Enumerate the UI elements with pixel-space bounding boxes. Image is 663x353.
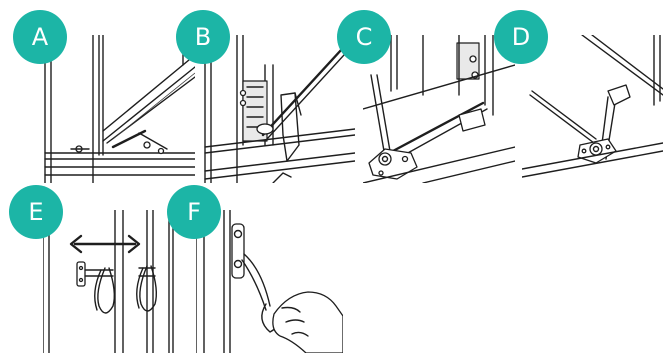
step-a-label: A — [32, 23, 48, 51]
step-b-badge: B — [176, 10, 230, 64]
step-a-illustration — [43, 35, 195, 183]
step-c-badge: C — [337, 10, 391, 64]
window-frame-stay-drawing — [43, 35, 195, 183]
loop-latch-drawing — [43, 210, 195, 353]
step-a-badge: A — [13, 10, 67, 64]
step-d-illustration — [522, 35, 663, 183]
step-f-label: F — [187, 198, 201, 226]
step-d-label: D — [512, 23, 530, 51]
step-b-illustration — [203, 35, 355, 183]
pivot-screw-drawing — [522, 35, 663, 183]
step-c-illustration — [363, 35, 515, 183]
screwdriver-on-hinge-drawing — [203, 35, 355, 183]
step-c-label: C — [356, 23, 373, 51]
step-e-badge: E — [9, 185, 63, 239]
step-e-label: E — [28, 198, 43, 226]
stay-arm-pivot-drawing — [363, 35, 515, 183]
step-d-badge: D — [494, 10, 548, 64]
step-f-illustration — [196, 210, 343, 353]
hand-pulling-loop-drawing — [196, 210, 343, 353]
step-e-illustration — [43, 210, 195, 353]
step-f-badge: F — [167, 185, 221, 239]
step-b-label: B — [195, 23, 211, 51]
